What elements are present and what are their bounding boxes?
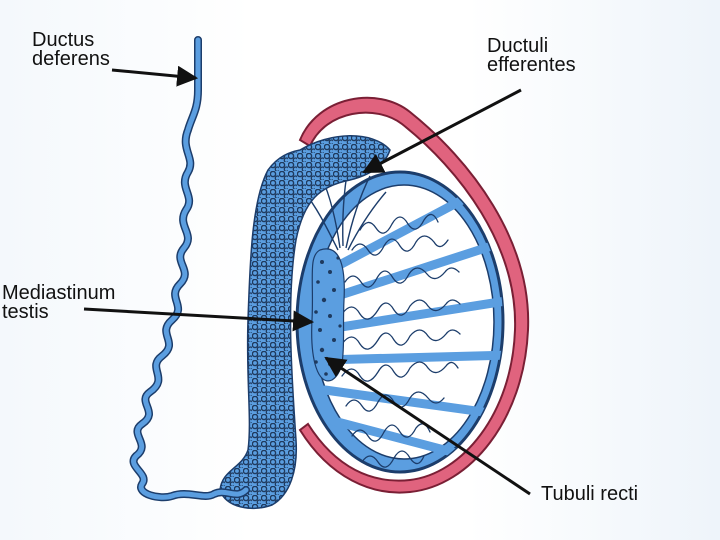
label-ductuli-efferentes-line2: efferentes bbox=[487, 56, 576, 75]
label-mediastinum-testis-line2: testis bbox=[2, 303, 115, 322]
label-tubuli-recti: Tubuli recti bbox=[541, 485, 638, 504]
label-ductus-deferens: Ductus deferens bbox=[32, 31, 110, 69]
arrow-ductus-deferens bbox=[112, 70, 196, 78]
label-tubuli-recti-line1: Tubuli recti bbox=[541, 485, 638, 504]
label-ductuli-efferentes: Ductuli efferentes bbox=[487, 37, 576, 75]
label-mediastinum-testis: Mediastinum testis bbox=[2, 284, 115, 322]
ductus-deferens bbox=[134, 40, 246, 497]
label-ductus-deferens-line2: deferens bbox=[32, 50, 110, 69]
